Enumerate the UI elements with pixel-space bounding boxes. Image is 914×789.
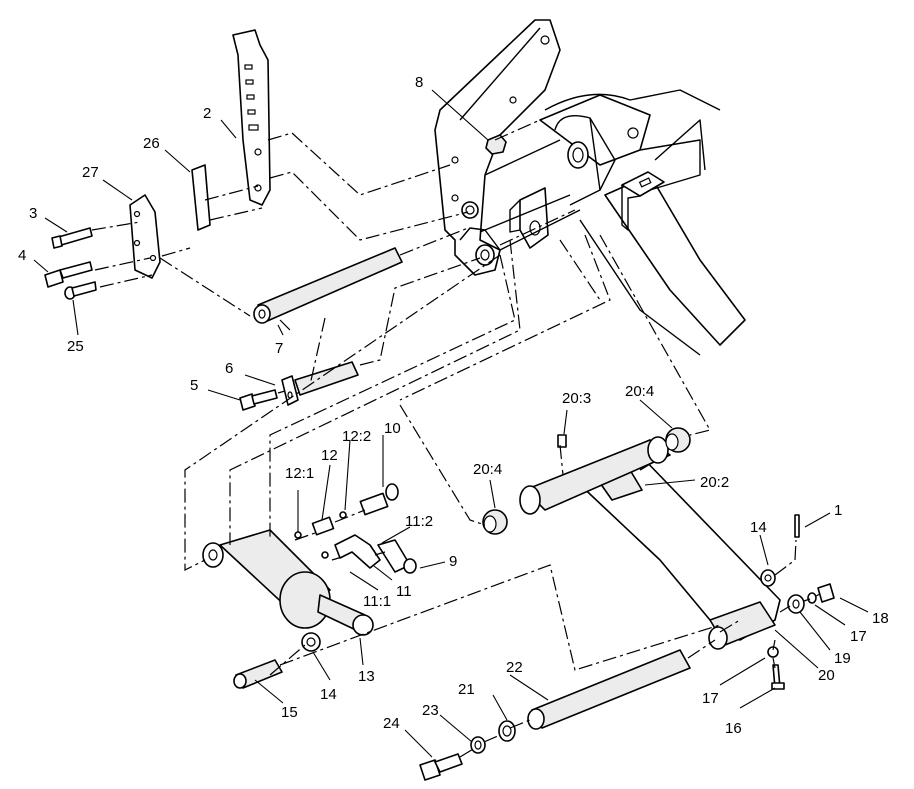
- bolt-item-18: [817, 583, 835, 603]
- callout-10: 10: [384, 420, 401, 437]
- callout-6: 6: [225, 360, 233, 377]
- fitting-item-12: [311, 516, 335, 536]
- callout-11-1: 11:1: [363, 593, 391, 610]
- washer-item-17: [807, 592, 817, 604]
- callout-22: 22: [506, 659, 523, 676]
- grease-fitting-item-20-3: [557, 434, 567, 448]
- callout-8: 8: [415, 74, 423, 91]
- callout-1: 1: [834, 502, 842, 519]
- callout-11: 11: [396, 583, 412, 600]
- callout-7: 7: [275, 340, 283, 357]
- plate-item-26: [191, 164, 211, 231]
- fitting-item-10: [359, 492, 389, 516]
- callout-2: 2: [203, 105, 211, 122]
- rod-item-22: [531, 649, 691, 729]
- callout-12-2: 12:2: [342, 428, 371, 445]
- callout-19: 19: [834, 650, 851, 667]
- callout-17-right: 17: [850, 628, 867, 645]
- pin-item-1: [794, 514, 800, 538]
- callout-25: 25: [67, 338, 84, 355]
- callout-12: 12: [321, 447, 338, 464]
- callout-16: 16: [725, 720, 742, 737]
- callout-20-4-right: 20:4: [625, 383, 654, 400]
- callout-26: 26: [143, 135, 160, 152]
- callout-15: 15: [281, 704, 298, 721]
- callout-11-2: 11:2: [405, 513, 433, 530]
- arm-assembly: [419, 427, 835, 781]
- callout-27: 27: [82, 164, 99, 181]
- callout-9: 9: [449, 553, 457, 570]
- tube-item-6: [294, 361, 359, 396]
- bolt-item-24: [419, 759, 441, 781]
- callout-14-right: 14: [750, 519, 767, 536]
- bolt-item-5: [239, 393, 256, 411]
- left-bracket-assembly: [44, 29, 403, 411]
- callout-5: 5: [190, 377, 198, 394]
- bolt-item-4: [44, 269, 64, 288]
- callout-21: 21: [458, 681, 475, 698]
- elbow-item-11: [334, 534, 381, 569]
- callout-4: 4: [18, 247, 26, 264]
- plate-item-2: [232, 29, 271, 206]
- callout-20: 20: [818, 667, 835, 684]
- callout-13: 13: [358, 668, 375, 685]
- plate-item-27: [129, 194, 161, 279]
- callout-3: 3: [29, 205, 37, 222]
- pivot-assembly: [202, 483, 417, 689]
- callout-14-left: 14: [320, 686, 337, 703]
- callout-20-4-left: 20:4: [473, 461, 502, 478]
- callout-labels: 1 2 3 4 5 6 7 8 9 10 11 11:1 11:2 12 12:…: [18, 74, 889, 737]
- callout-leaders: [33, 89, 869, 758]
- callout-24: 24: [383, 715, 400, 732]
- assembly-lines: [91, 119, 821, 758]
- callout-17-lower: 17: [702, 690, 719, 707]
- callout-23: 23: [422, 702, 439, 719]
- callout-18: 18: [872, 610, 889, 627]
- callout-20-2: 20:2: [700, 474, 729, 491]
- tube-item-7: [257, 247, 403, 323]
- callout-12-1: 12:1: [285, 465, 314, 482]
- callout-20-3: 20:3: [562, 390, 591, 407]
- main-frame-assembly: [434, 19, 746, 356]
